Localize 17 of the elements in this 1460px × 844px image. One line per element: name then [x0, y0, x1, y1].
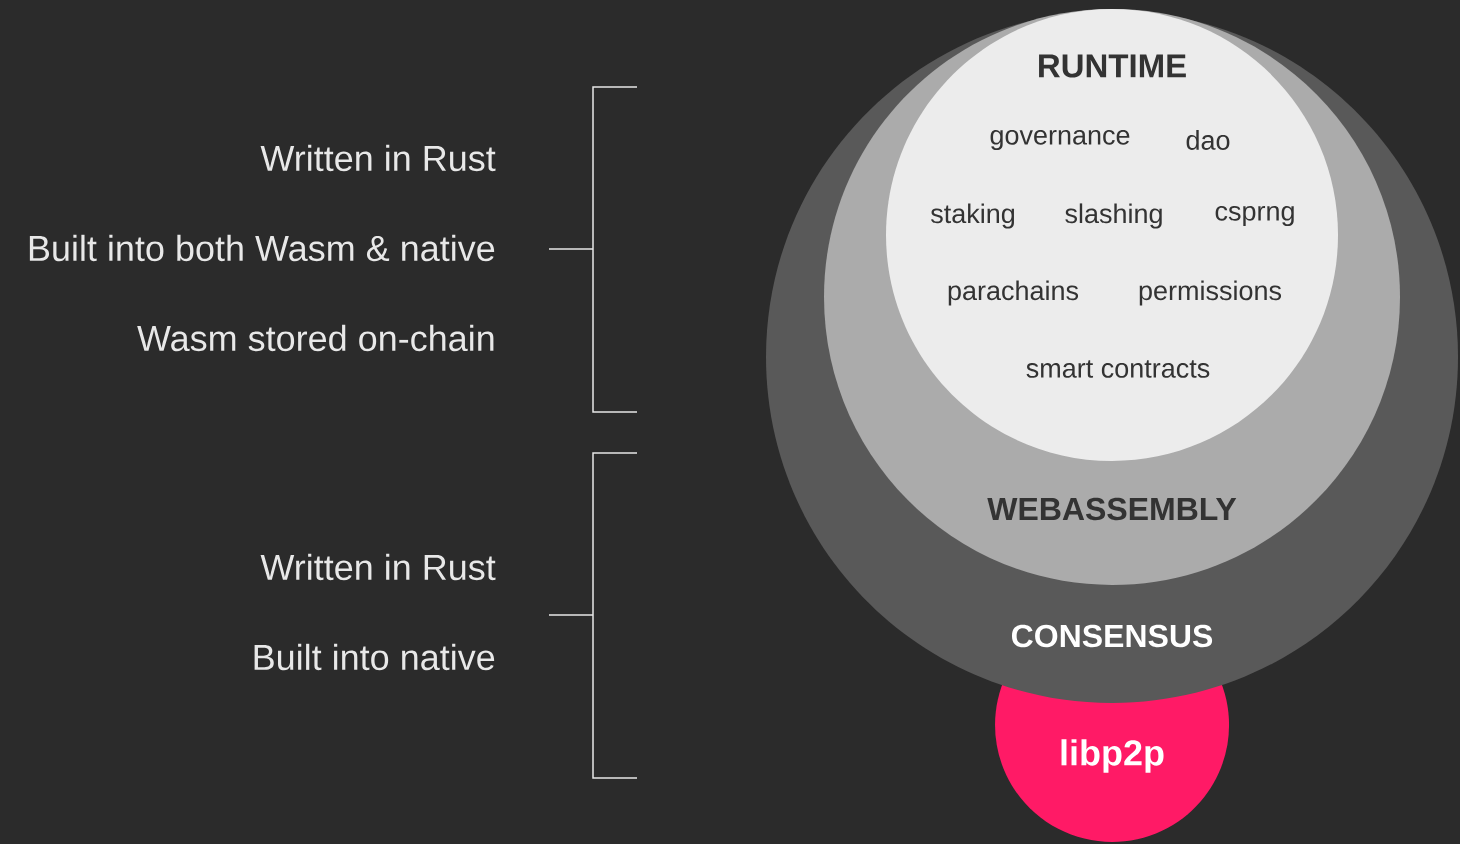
circle-title: libp2p: [1061, 739, 1164, 773]
circle-title: RUNTIME: [1039, 54, 1186, 78]
module-label: staking: [931, 203, 1015, 229]
module-label: slashing: [1065, 203, 1162, 229]
module-label: parachains: [948, 280, 1079, 306]
module-label: dao: [1186, 130, 1230, 150]
module-label: permissions: [1139, 280, 1282, 306]
side-note: Written in Rust: [260, 553, 496, 581]
circle-title: WEBASSEMBLY: [987, 497, 1237, 521]
side-note: Built into native: [254, 643, 495, 671]
side-note: Built into both Wasm & native: [29, 234, 495, 262]
side-note: Wasm stored on-chain: [137, 324, 494, 352]
side-note: Written in Rust: [260, 144, 496, 172]
module-label: governance: [990, 129, 1130, 151]
module-label: smart contracts: [1026, 360, 1210, 378]
circle-title: CONSENSUS: [1012, 624, 1213, 648]
module-label: csprng: [1215, 205, 1294, 227]
